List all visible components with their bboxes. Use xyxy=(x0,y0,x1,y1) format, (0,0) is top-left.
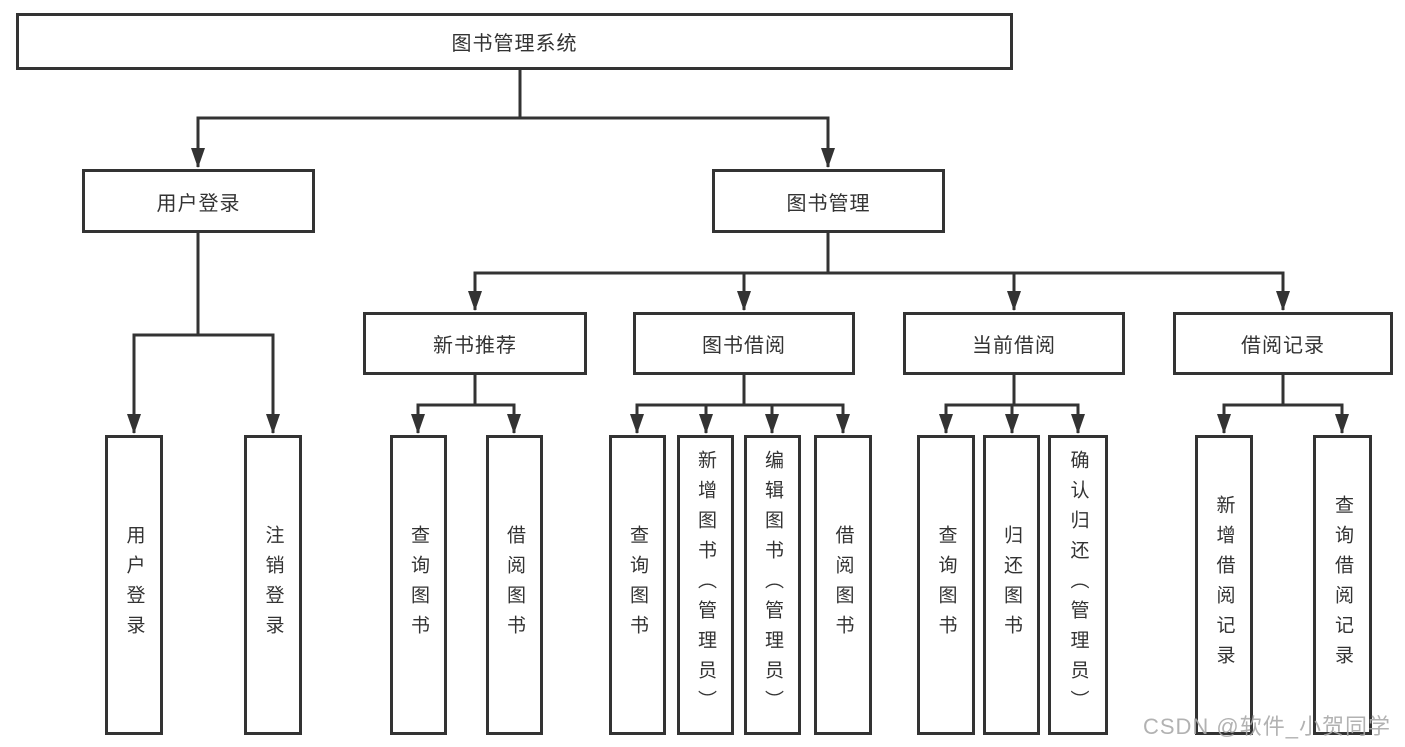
node-label: 查询图书 xyxy=(408,525,429,645)
node-user-login: 用户登录 xyxy=(82,169,315,233)
node-label: 图书管理系统 xyxy=(451,33,578,55)
node-label: 借阅图书 xyxy=(504,525,525,645)
node-label: 查询图书 xyxy=(935,525,957,645)
node-borrow-records: 借阅记录 xyxy=(1173,312,1393,375)
node-add-books-admin: 新增图书（管理员） xyxy=(677,435,734,735)
node-label: 图书借阅 xyxy=(702,335,786,357)
node-label: 查询借阅记录 xyxy=(1332,495,1353,675)
csdn-watermark: CSDN @软件_小贺同学 xyxy=(1142,714,1391,739)
node-book-management: 图书管理 xyxy=(712,169,945,233)
node-label: 查询图书 xyxy=(627,525,648,645)
node-add-borrow-record: 新增借阅记录 xyxy=(1195,435,1253,735)
node-label: 用户登录 xyxy=(156,192,241,215)
node-query-borrow-record: 查询借阅记录 xyxy=(1313,435,1372,735)
node-label: 借阅记录 xyxy=(1241,335,1325,357)
node-label: 用户登录 xyxy=(123,525,145,645)
node-borrow-books-newbooks: 借阅图书 xyxy=(486,435,543,735)
node-query-books-current: 查询图书 xyxy=(917,435,975,735)
node-label: 新书推荐 xyxy=(433,335,517,357)
node-borrow-books-borrow: 借阅图书 xyxy=(814,435,872,735)
node-label: 注销登录 xyxy=(262,525,284,645)
node-query-books-newbooks: 查询图书 xyxy=(390,435,447,735)
node-book-borrow: 图书借阅 xyxy=(633,312,855,375)
node-confirm-return-admin: 确认归还（管理员） xyxy=(1048,435,1108,735)
node-label: 借阅图书 xyxy=(832,525,854,645)
node-label: 图书管理 xyxy=(786,192,871,215)
node-current-borrow: 当前借阅 xyxy=(903,312,1125,375)
node-label: 确认归还（管理员） xyxy=(1067,450,1089,720)
node-query-books-borrow: 查询图书 xyxy=(609,435,666,735)
node-logout-leaf: 注销登录 xyxy=(244,435,302,735)
node-return-books: 归还图书 xyxy=(983,435,1040,735)
node-label: 新增借阅记录 xyxy=(1213,495,1235,675)
node-label: 当前借阅 xyxy=(972,335,1056,357)
node-new-book-recommend: 新书推荐 xyxy=(363,312,587,375)
node-user-login-leaf: 用户登录 xyxy=(105,435,163,735)
node-label: 新增图书（管理员） xyxy=(695,450,716,720)
node-edit-books-admin: 编辑图书（管理员） xyxy=(744,435,801,735)
node-label: 归还图书 xyxy=(1001,525,1022,645)
node-root-library-system: 图书管理系统 xyxy=(16,13,1013,70)
node-label: 编辑图书（管理员） xyxy=(762,450,783,720)
